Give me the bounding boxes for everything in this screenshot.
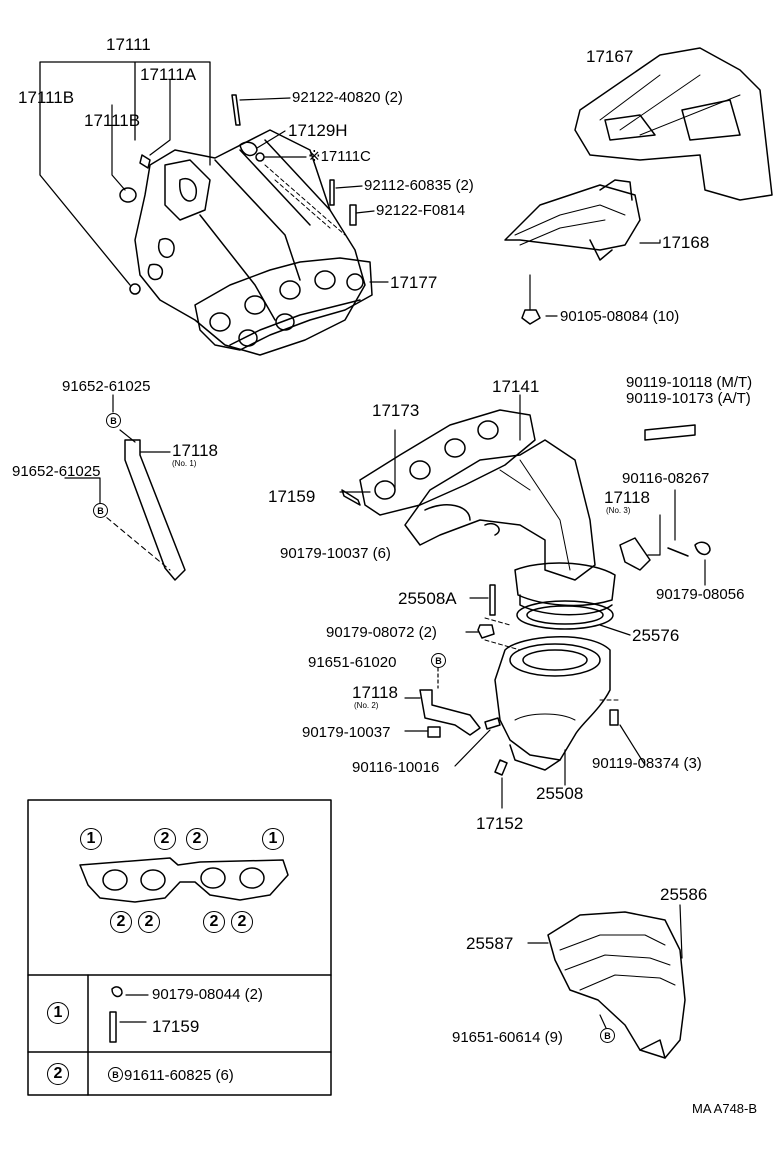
label-17159: 17159 [268,487,316,506]
b-nut-icon: B [106,413,121,428]
label-17111c: ※17111C [308,148,371,165]
label-90179-10037-6: 90179-10037 (6) [280,545,391,562]
label-17118-no1: 17118 [172,441,219,460]
label-90119-10173: 90119-10173 (A/T) [626,390,751,407]
label-90119-08374: 90119-08374 (3) [592,755,702,772]
label-90116-08267: 90116-08267 [622,470,710,487]
stay-no2-drawing [404,667,501,767]
label-90179-10037: 90179-10037 [302,724,391,741]
marker-2: 2 [203,911,225,933]
legend-box [27,799,332,1096]
stay-no3-drawing [619,424,711,586]
heat-insulator-drawing [504,47,773,325]
marker-2: 2 [110,911,132,933]
label-17118-no3-sub: (No. 3) [606,506,631,515]
label-91651-60614: 91651-60614 (9) [452,1029,563,1046]
label-92122-40820: 92122-40820 (2) [292,89,403,106]
label-25587: 25587 [466,934,514,953]
label-25508a: 25508A [398,589,457,608]
label-17168: 17168 [662,233,710,252]
marker-2: 2 [138,911,160,933]
label-17118-no1-sub: (No. 1) [172,459,197,468]
marker-1: 1 [80,828,102,850]
legend-row2-item1: 91611-60825 (6) [124,1067,234,1084]
b-nut-icon: B [93,503,108,518]
label-17111: 17111 [106,35,151,54]
label-90116-10016: 90116-10016 [352,759,440,776]
label-92112-60835: 92112-60835 (2) [364,177,474,194]
legend-row-1-marker: 1 [47,1002,69,1024]
b-nut-icon: B [600,1028,615,1043]
label-91652-61025-top: 91652-61025 [62,378,151,395]
marker-2: 2 [186,828,208,850]
label-90119-10118: 90119-10118 (M/T) [626,374,753,391]
label-17129h: 17129H [288,121,348,140]
label-17111a: 17111A [140,65,197,84]
label-17118-no2: 17118 [352,683,399,702]
label-17118-no3: 17118 [604,488,651,507]
b-nut-icon: B [108,1067,123,1082]
label-92122-f0814: 92122-F0814 [376,202,466,219]
label-17111b-outer: 17111B [18,88,75,107]
reference-code: MA A748-B [692,1101,758,1116]
label-25508: 25508 [536,784,584,803]
label-25576: 25576 [632,626,680,645]
label-90105-08084: 90105-08084 (10) [560,308,680,325]
marker-1: 1 [262,828,284,850]
label-25586: 25586 [660,885,708,904]
label-17118-no2-sub: (No. 2) [354,701,379,710]
intake-manifold-drawing [39,61,389,356]
label-90179-08072: 90179-08072 (2) [326,624,437,641]
label-90179-08056: 90179-08056 [656,586,745,603]
label-17141: 17141 [492,377,540,396]
marker-2: 2 [154,828,176,850]
legend-row1-item2: 17159 [152,1017,200,1036]
label-17152: 17152 [476,814,524,833]
label-91651-61020: 91651-61020 [308,654,397,671]
label-17173: 17173 [372,401,420,420]
label-17111b-inner: 17111B [84,111,141,130]
label-91652-61025-bottom: 91652-61025 [12,463,101,480]
exhaust-manifold-drawing [339,394,631,651]
legend-row-2-marker: 2 [47,1063,69,1085]
marker-2: 2 [231,911,253,933]
b-nut-icon: B [431,653,446,668]
label-17177: 17177 [390,273,438,292]
converter-drawing [465,584,646,809]
lower-insulator-drawing [527,904,686,1059]
label-17167: 17167 [586,47,634,66]
legend-row1-item1: 90179-08044 (2) [152,986,263,1003]
stay-no1-drawing [64,394,186,581]
